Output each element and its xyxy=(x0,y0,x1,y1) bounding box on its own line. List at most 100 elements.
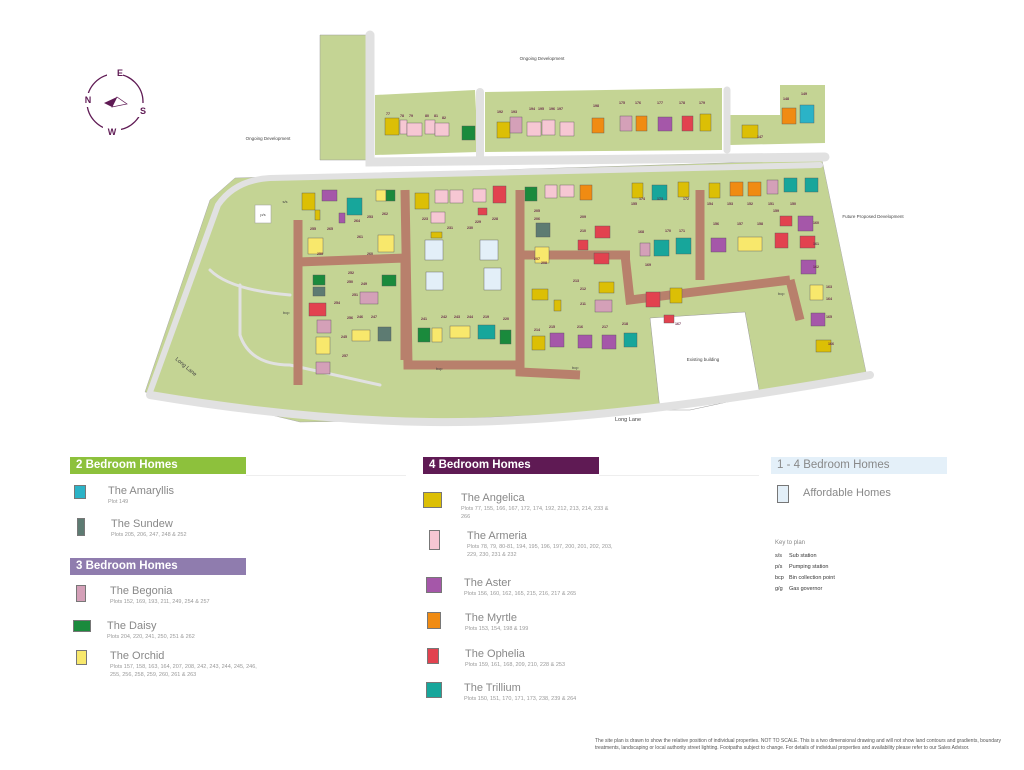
house-orchid[interactable] xyxy=(351,329,371,342)
house-ophelia[interactable] xyxy=(577,239,589,251)
house-aster[interactable] xyxy=(797,215,814,232)
house-amaryllis[interactable] xyxy=(799,104,815,124)
plot-list: Plots 152, 169, 193, 211, 249, 254 & 257 xyxy=(110,599,210,605)
house-trillium[interactable] xyxy=(675,237,692,255)
house-trillium[interactable] xyxy=(623,332,638,348)
house-armeria[interactable] xyxy=(434,122,450,137)
house-angelica[interactable] xyxy=(301,192,316,211)
house-ophelia[interactable] xyxy=(308,302,327,317)
house-armeria[interactable] xyxy=(544,184,558,199)
house-sundew[interactable] xyxy=(535,222,551,238)
house-angelica[interactable] xyxy=(669,287,683,304)
house-begonia[interactable] xyxy=(315,361,331,375)
house-aster[interactable] xyxy=(800,259,817,275)
house-armeria[interactable] xyxy=(472,188,487,203)
house-aster[interactable] xyxy=(601,334,617,350)
house-ophelia[interactable] xyxy=(492,185,507,204)
house-myrtle[interactable] xyxy=(579,184,593,201)
house-trillium[interactable] xyxy=(651,184,668,201)
house-angelica[interactable] xyxy=(531,288,549,301)
house-angelica[interactable] xyxy=(708,182,721,199)
house-trillium[interactable] xyxy=(346,197,363,216)
house-angelica[interactable] xyxy=(531,335,546,351)
house-aster[interactable] xyxy=(338,212,346,224)
house-angelica[interactable] xyxy=(598,281,615,294)
house-ophelia[interactable] xyxy=(774,232,789,249)
house-trillium[interactable] xyxy=(477,324,496,340)
house-sundew[interactable] xyxy=(312,286,326,297)
house-armeria[interactable] xyxy=(406,122,423,137)
house-myrtle[interactable] xyxy=(591,117,605,134)
house-aster[interactable] xyxy=(577,334,593,349)
house-angelica[interactable] xyxy=(553,299,562,312)
house-aster[interactable] xyxy=(321,189,338,202)
house-angelica[interactable] xyxy=(430,231,443,239)
house-daisy[interactable] xyxy=(381,274,397,287)
house-begonia[interactable] xyxy=(359,291,379,305)
house-orchid[interactable] xyxy=(307,237,324,255)
house-begonia[interactable] xyxy=(594,299,613,313)
house-affordable[interactable] xyxy=(425,271,444,291)
house-angelica[interactable] xyxy=(741,124,759,139)
house-orchid[interactable] xyxy=(449,325,471,339)
house-daisy[interactable] xyxy=(524,186,538,202)
house-trillium[interactable] xyxy=(653,239,670,257)
house-begonia[interactable] xyxy=(639,242,651,257)
house-begonia[interactable] xyxy=(619,115,633,132)
house-angelica[interactable] xyxy=(699,113,712,132)
house-daisy[interactable] xyxy=(461,125,476,141)
house-ophelia[interactable] xyxy=(799,235,816,249)
house-orchid[interactable] xyxy=(534,246,550,264)
house-orchid[interactable] xyxy=(315,336,331,355)
house-orchid[interactable] xyxy=(377,234,395,253)
house-angelica[interactable] xyxy=(314,209,321,221)
house-sundew[interactable] xyxy=(377,326,392,342)
house-armeria[interactable] xyxy=(559,184,575,198)
house-trillium[interactable] xyxy=(804,177,819,193)
house-orchid[interactable] xyxy=(809,284,824,301)
house-angelica[interactable] xyxy=(496,121,511,139)
house-ophelia[interactable] xyxy=(645,291,661,308)
house-begonia[interactable] xyxy=(766,179,779,195)
house-ophelia[interactable] xyxy=(681,115,694,132)
house-trillium[interactable] xyxy=(783,177,798,193)
house-ophelia[interactable] xyxy=(779,215,793,227)
house-orchid[interactable] xyxy=(737,236,763,252)
house-orchid[interactable] xyxy=(431,327,443,343)
house-affordable[interactable] xyxy=(479,239,499,261)
house-ophelia[interactable] xyxy=(594,225,611,239)
house-myrtle[interactable] xyxy=(747,181,762,197)
house-daisy[interactable] xyxy=(312,274,326,286)
house-aster[interactable] xyxy=(710,237,727,253)
house-daisy[interactable] xyxy=(499,329,512,345)
house-daisy[interactable] xyxy=(385,189,396,202)
house-armeria[interactable] xyxy=(434,189,449,204)
house-armeria[interactable] xyxy=(541,119,556,136)
house-armeria[interactable] xyxy=(430,211,446,224)
house-myrtle[interactable] xyxy=(635,115,648,132)
house-orchid[interactable] xyxy=(375,189,387,202)
house-myrtle[interactable] xyxy=(781,107,797,125)
house-ophelia[interactable] xyxy=(593,252,610,265)
house-angelica[interactable] xyxy=(414,192,430,210)
house-aster[interactable] xyxy=(549,332,565,348)
house-armeria[interactable] xyxy=(399,119,408,135)
house-angelica[interactable] xyxy=(815,339,832,353)
house-angelica[interactable] xyxy=(631,182,644,199)
house-affordable[interactable] xyxy=(483,267,502,291)
house-ophelia[interactable] xyxy=(663,314,675,324)
house-armeria[interactable] xyxy=(559,121,575,137)
house-angelica[interactable] xyxy=(677,181,690,198)
house-armeria[interactable] xyxy=(449,189,464,204)
house-begonia[interactable] xyxy=(316,319,332,334)
house-angelica[interactable] xyxy=(384,117,400,136)
house-aster[interactable] xyxy=(657,116,673,132)
house-daisy[interactable] xyxy=(417,327,431,343)
house-armeria[interactable] xyxy=(526,121,542,137)
house-affordable[interactable] xyxy=(424,239,444,261)
house-myrtle[interactable] xyxy=(729,181,744,197)
house-begonia[interactable] xyxy=(509,116,523,134)
house-ophelia[interactable] xyxy=(477,207,488,216)
house-armeria[interactable] xyxy=(424,119,436,135)
house-aster[interactable] xyxy=(810,312,826,327)
